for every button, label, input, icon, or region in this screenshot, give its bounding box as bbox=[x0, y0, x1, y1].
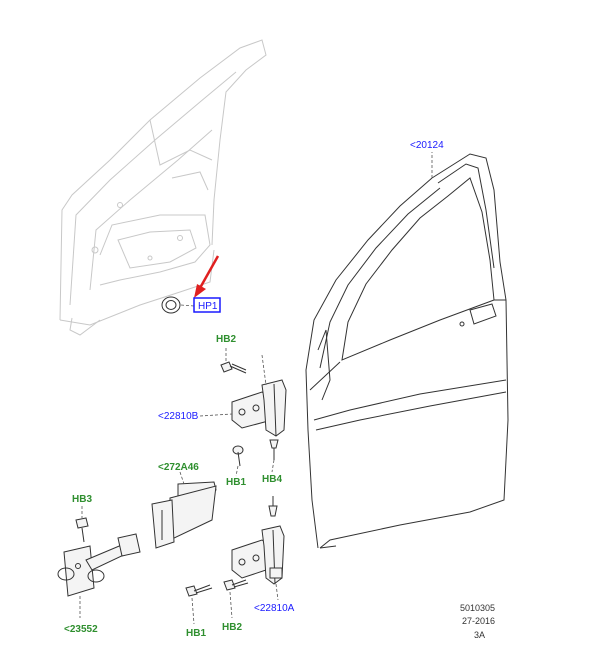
lower-hinge-part bbox=[231, 525, 285, 601]
bolt-hb4 bbox=[268, 439, 279, 517]
upper-hinge-part bbox=[231, 354, 287, 437]
bolt-hb2-top-label[interactable]: HB2 bbox=[216, 334, 236, 345]
upper-hinge-label[interactable]: <22810B bbox=[158, 411, 199, 422]
upper-hinge-leader bbox=[199, 413, 233, 417]
bolt-hb3-label[interactable]: HB3 bbox=[72, 494, 92, 505]
plug-label-box bbox=[193, 297, 221, 313]
stamp-line-1: 5010305 bbox=[460, 603, 495, 613]
door-assembly-label[interactable]: <20124 bbox=[410, 140, 444, 151]
check-strap-cover-label[interactable]: <272A46 bbox=[158, 462, 199, 473]
bolt-hb2-bottom bbox=[223, 579, 249, 619]
red-arrow-icon bbox=[194, 255, 220, 298]
check-strap-cover-part bbox=[151, 471, 217, 549]
lower-hinge-label[interactable]: <22810A bbox=[254, 603, 295, 614]
check-strap-label[interactable]: <23552 bbox=[64, 624, 98, 635]
body-side-ghost bbox=[59, 39, 267, 336]
plug-label[interactable]: HP1 bbox=[198, 301, 218, 312]
bolt-hb1-mid bbox=[232, 445, 244, 477]
diagram-stamp: 5010305 27-2016 3A bbox=[460, 603, 495, 640]
bolt-hb2-top bbox=[220, 348, 247, 374]
bolt-hb4-label[interactable]: HB4 bbox=[262, 474, 282, 485]
bolt-hb1-bottom bbox=[185, 584, 213, 625]
bolt-hb1-mid-label[interactable]: HB1 bbox=[226, 477, 246, 488]
check-strap-part bbox=[57, 533, 141, 618]
stamp-line-3: 3A bbox=[474, 630, 485, 640]
stamp-line-2: 27-2016 bbox=[462, 616, 495, 626]
door-assembly-part bbox=[305, 152, 509, 549]
bolt-hb2-bottom-label[interactable]: HB2 bbox=[222, 622, 242, 633]
bolt-hb3 bbox=[75, 506, 89, 543]
plug-part bbox=[161, 296, 195, 314]
bolt-hb1-bottom-label[interactable]: HB1 bbox=[186, 628, 206, 639]
